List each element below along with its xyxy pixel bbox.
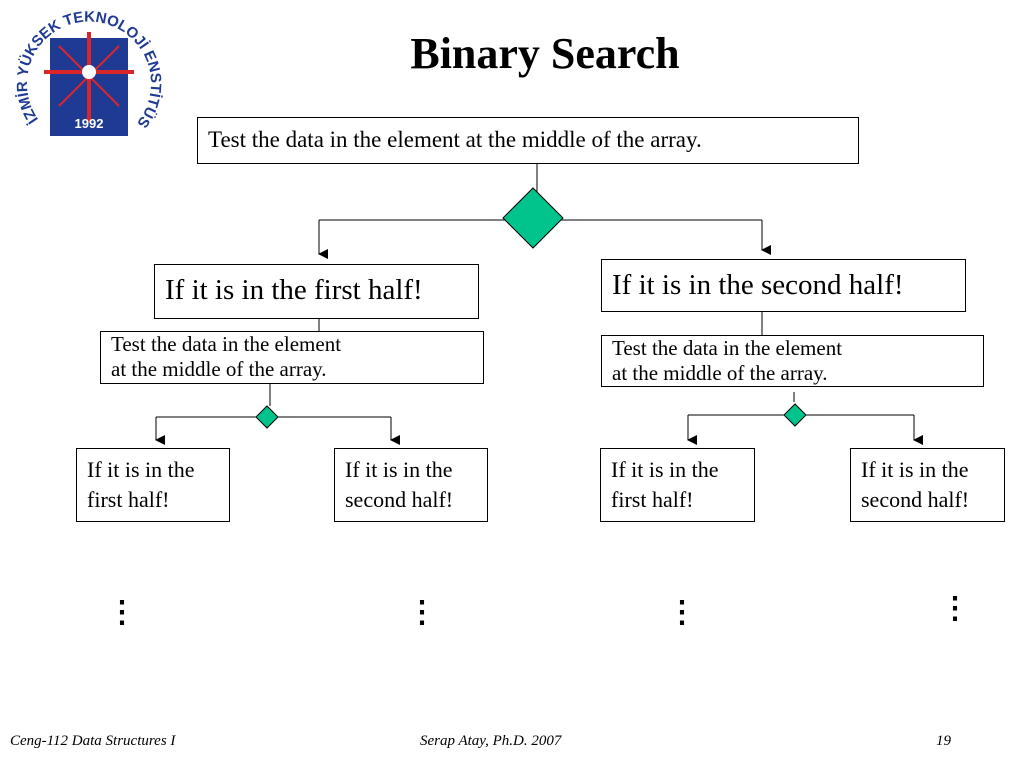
footer-course: Ceng-112 Data Structures I xyxy=(10,733,176,749)
leaf-box-3-text: If it is in the first half! xyxy=(611,457,719,512)
footer-author: Serap Atay, Ph.D. 2007 xyxy=(420,733,562,749)
first-half-text: If it is in the first half! xyxy=(165,274,423,306)
decision-diamond-right xyxy=(783,403,807,427)
leaf-box-2: If it is in the second half! xyxy=(334,448,488,522)
institute-logo: İZMİR YÜKSEK TEKNOLOJİ ENSTİTÜSÜ 1992 xyxy=(14,4,164,136)
leaf-box-3: If it is in the first half! xyxy=(600,448,755,522)
leaf-box-1-text: If it is in the first half! xyxy=(87,457,195,512)
step-box-right-text: Test the data in the element at the midd… xyxy=(612,336,843,385)
continuation-dots-1: ⋮ xyxy=(107,596,137,629)
leaf-box-1: If it is in the first half! xyxy=(76,448,230,522)
leaf-box-4-text: If it is in the second half! xyxy=(861,457,970,512)
logo-center xyxy=(82,65,96,79)
leaf-box-4: If it is in the second half! xyxy=(850,448,1005,522)
decision-diamond-top xyxy=(502,187,564,249)
step-box-right: Test the data in the element at the midd… xyxy=(601,335,984,387)
step-box-left-text: Test the data in the element at the midd… xyxy=(111,332,342,381)
continuation-dots-3: ⋮ xyxy=(667,596,697,629)
logo-year: 1992 xyxy=(75,116,104,131)
first-half-box: If it is in the first half! xyxy=(154,264,479,319)
continuation-dots-2: ⋮ xyxy=(407,596,437,629)
step-box-root: Test the data in the element at the midd… xyxy=(197,117,859,164)
leaf-box-2-text: If it is in the second half! xyxy=(345,457,454,512)
continuation-dots-4: ⋮ xyxy=(940,592,970,625)
second-half-text: If it is in the second half! xyxy=(612,269,904,301)
step-box-left: Test the data in the element at the midd… xyxy=(100,331,484,384)
decision-diamond-left xyxy=(255,405,279,429)
step-box-root-text: Test the data in the element at the midd… xyxy=(208,127,702,152)
second-half-box: If it is in the second half! xyxy=(601,259,966,312)
footer-page-number: 19 xyxy=(936,733,951,749)
slide-title: Binary Search xyxy=(410,29,680,78)
